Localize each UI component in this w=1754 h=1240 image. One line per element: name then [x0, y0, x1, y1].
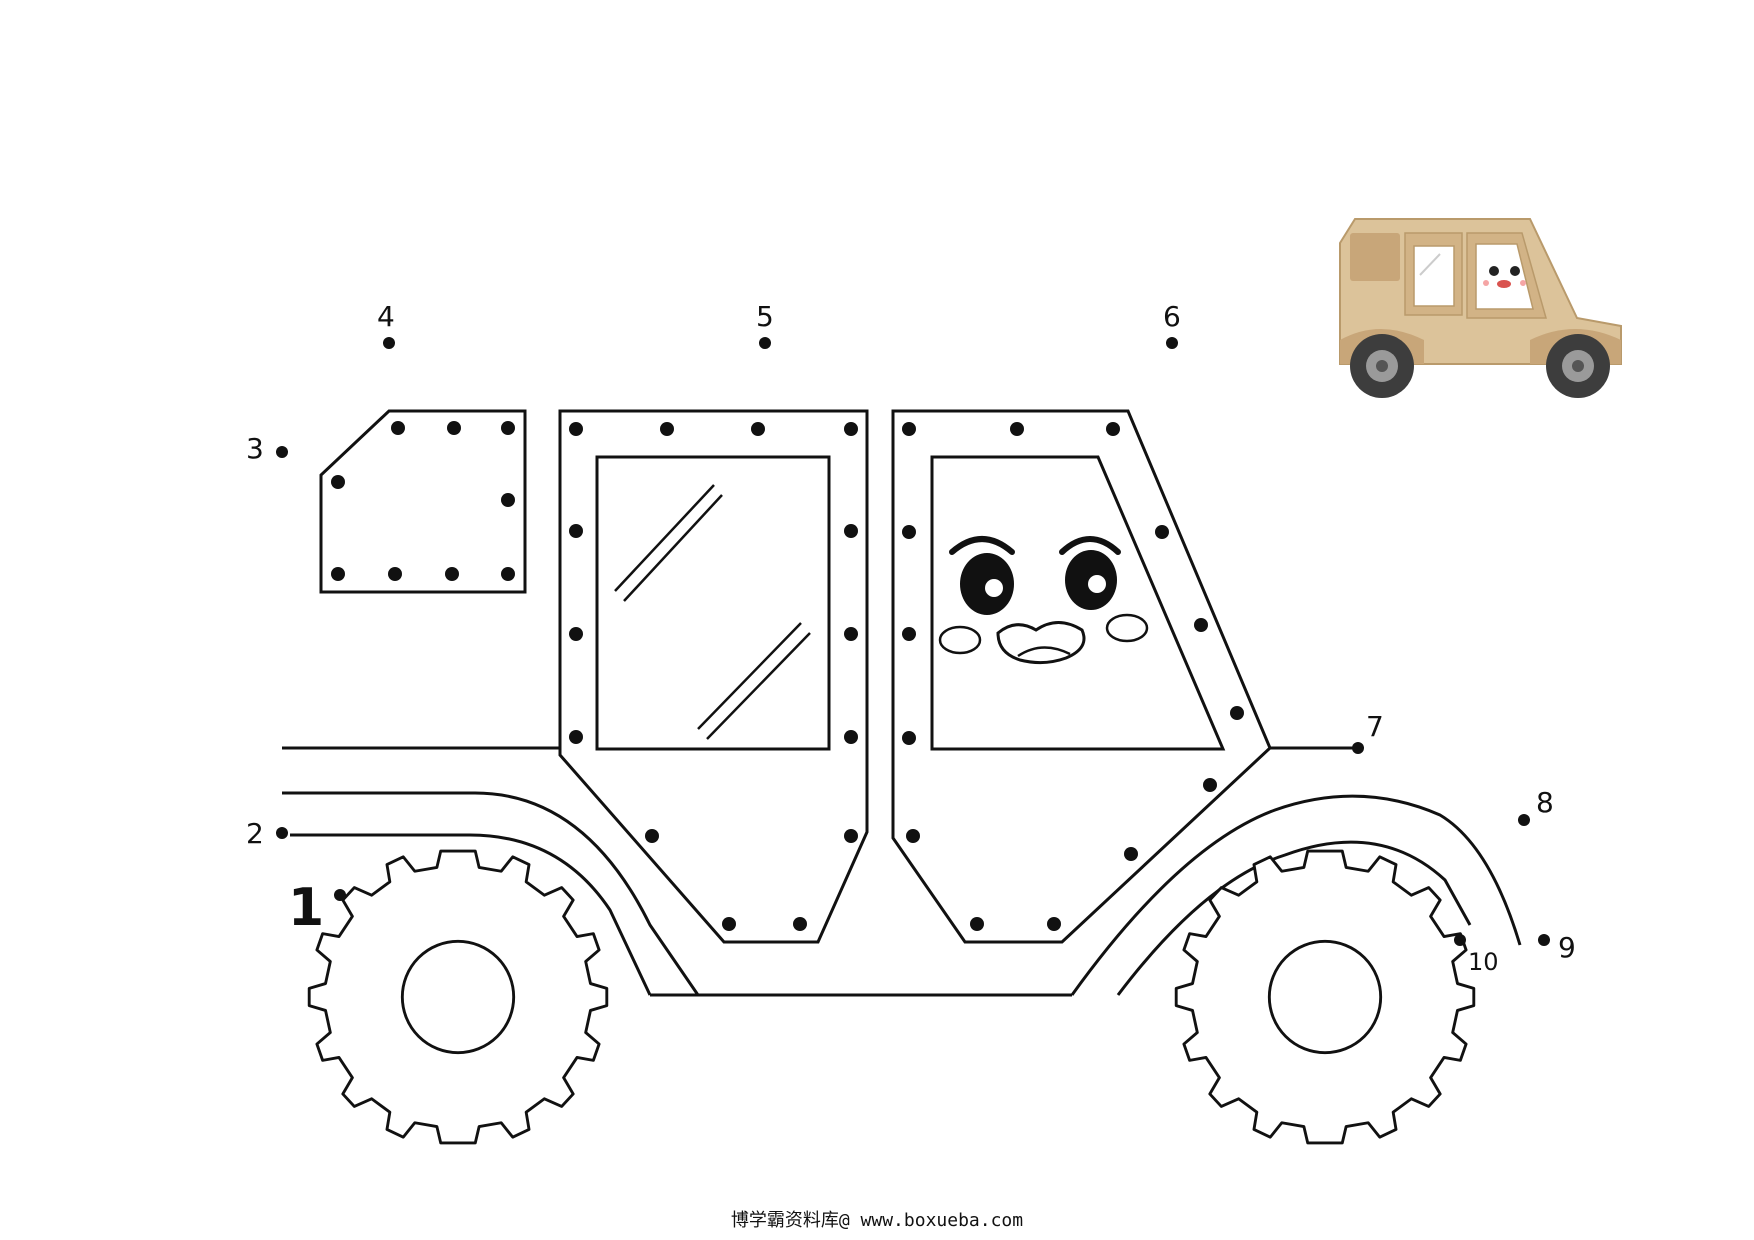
dot-5: 5 [756, 300, 774, 349]
dot-8: 8 [1518, 786, 1554, 826]
front-door [891, 409, 1272, 944]
dot-label-3: 3 [246, 432, 264, 465]
dot-label-6: 6 [1163, 300, 1181, 333]
dot-4: 4 [377, 300, 395, 349]
number-dots: 1 2 3 4 5 6 7 8 [246, 300, 1576, 976]
front-wheel [1174, 849, 1476, 1145]
rear-door [558, 409, 869, 944]
dot-1: 1 [288, 878, 346, 938]
dot-label-7: 7 [1366, 710, 1384, 743]
dot-3: 3 [246, 432, 288, 465]
jeep-body-outline [282, 746, 1522, 997]
rear-wheel [307, 849, 609, 1145]
dot-label-1: 1 [288, 878, 324, 938]
dot-label-5: 5 [756, 300, 774, 333]
dot-label-2: 2 [246, 817, 264, 850]
dot-label-9: 9 [1558, 931, 1576, 964]
dot-label-8: 8 [1536, 786, 1554, 819]
dot-9: 9 [1538, 931, 1576, 964]
dot-2: 2 [246, 817, 288, 850]
dot-7: 7 [1352, 710, 1384, 754]
dot-label-4: 4 [377, 300, 395, 333]
dot-6: 6 [1163, 300, 1181, 349]
dot-10: 10 [1454, 934, 1499, 976]
footer-source-text: 博学霸资料库@ www.boxueba.com [730, 1210, 1024, 1231]
jeep-color-icon [1339, 218, 1622, 398]
rear-window-panel [319, 409, 527, 594]
smiley-face-icon [938, 536, 1149, 665]
dot-label-10: 10 [1468, 948, 1499, 976]
